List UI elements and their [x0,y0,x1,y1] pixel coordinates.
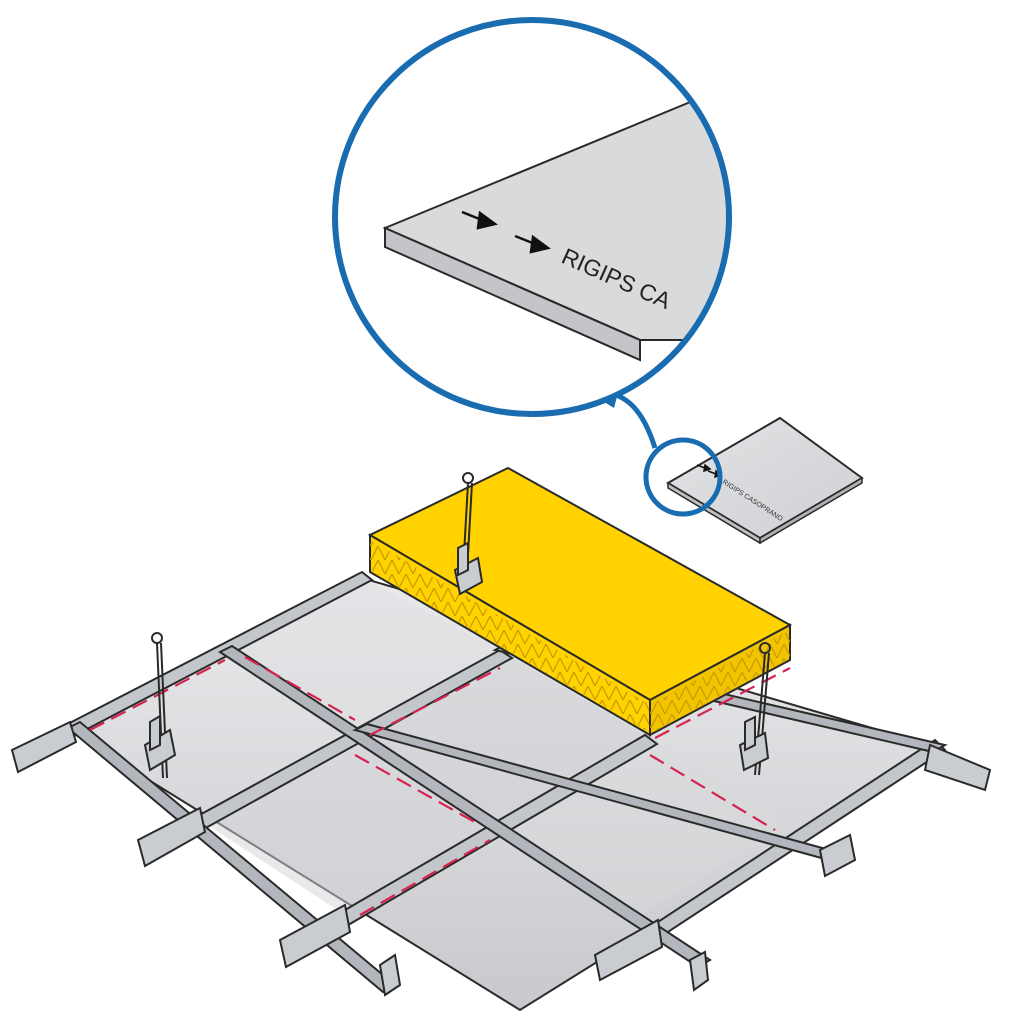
runner-ends [10,720,992,997]
ceiling-grid [10,570,992,1012]
insulation-front-pattern [370,540,650,733]
insulation-side-pattern [650,630,790,733]
callout-small-circle [643,437,723,517]
insulation-slab [367,466,793,737]
zoom-board-edge [384,226,641,362]
zoom-view: RIGIPS CA [332,17,732,417]
hanger-clip-icon [143,541,770,772]
small-board: RIGIPS CASOPRANO [666,416,864,545]
arrow-right-icon [461,210,551,254]
dashed-edge-lines [89,656,791,916]
zoom-circle-border [332,17,732,417]
main-runners [58,570,947,972]
